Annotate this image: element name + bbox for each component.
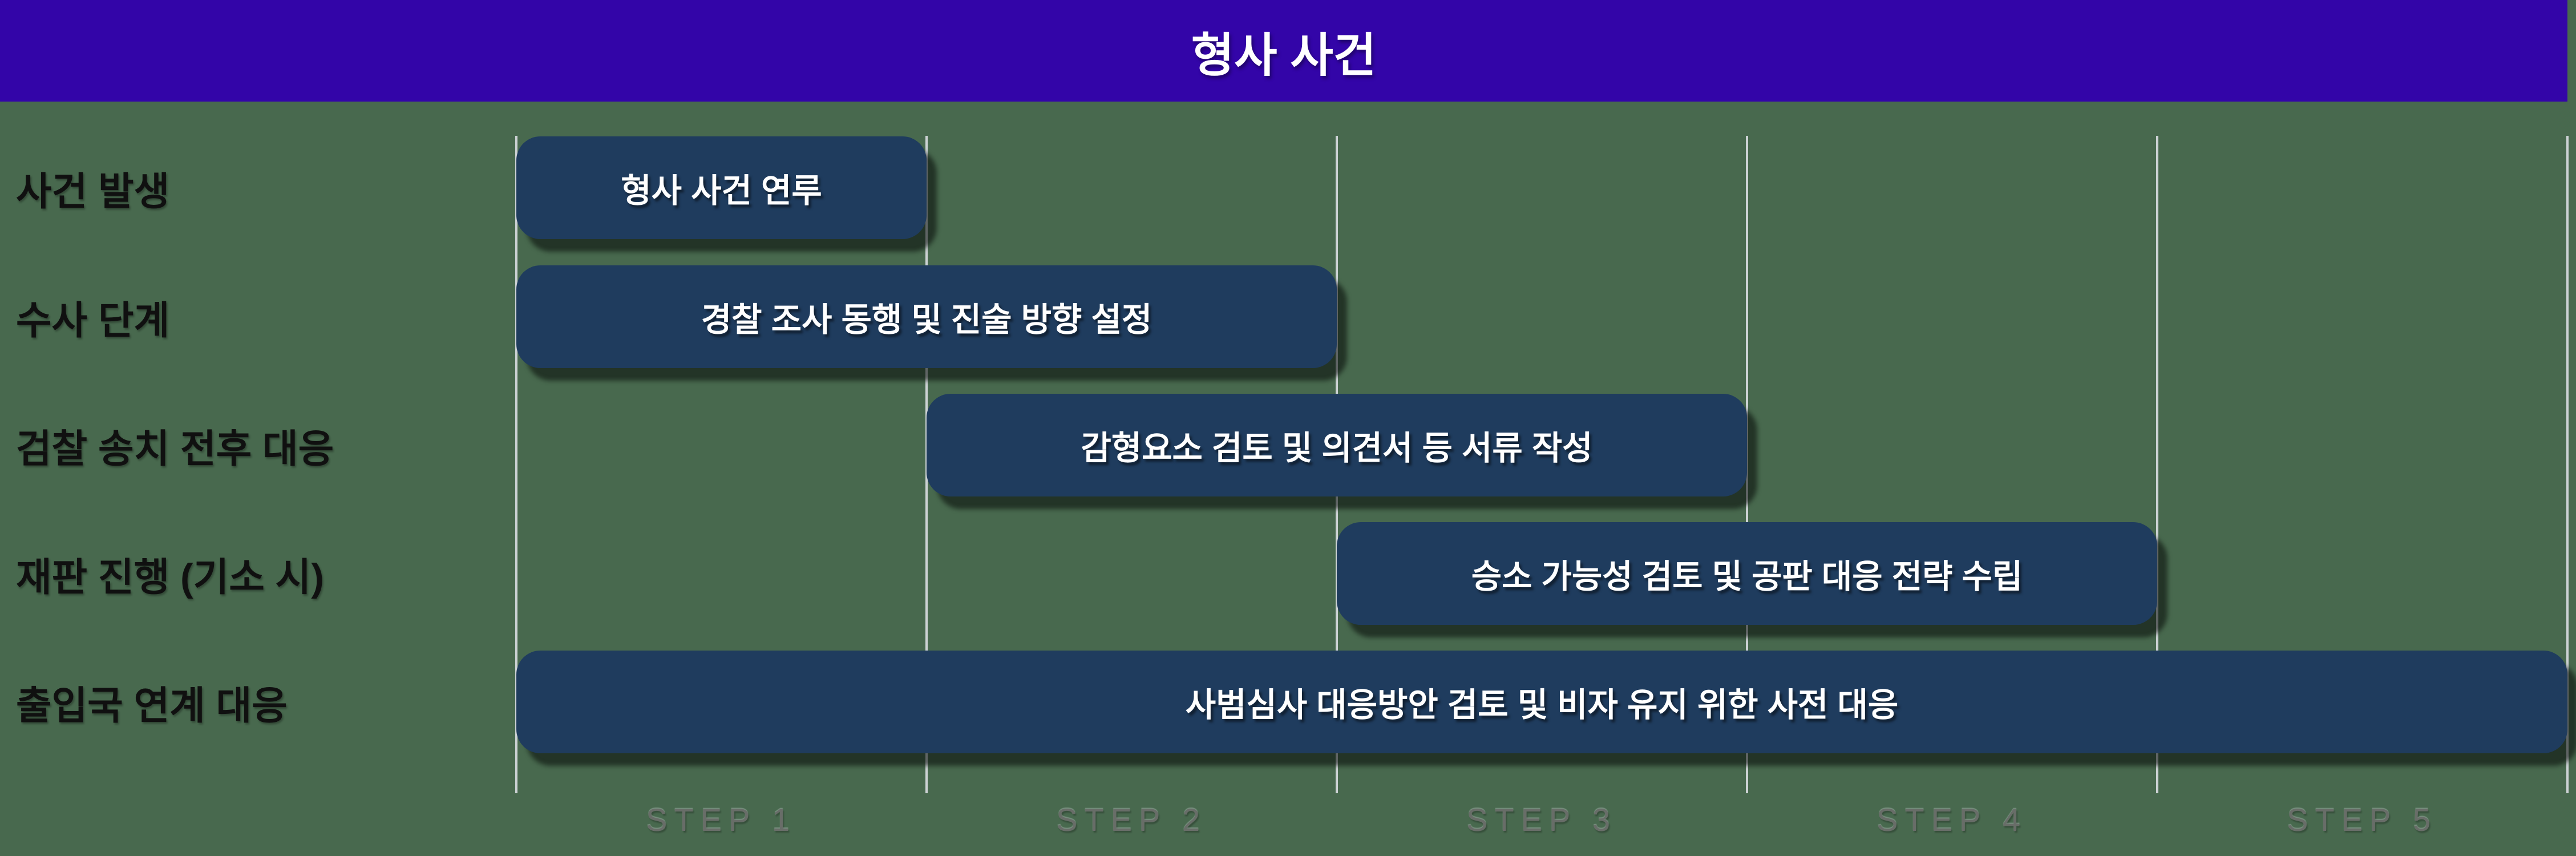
step-gridline-5: [2156, 136, 2158, 793]
chart-title: 형사 사건: [1191, 29, 1377, 82]
task-bar-visa-maintenance-response: 사범심사 대응방안 검토 및 비자 유지 위한 사전 대응: [516, 651, 2567, 753]
task-bar-police-investigation: 경찰 조사 동행 및 진술 방향 설정: [516, 265, 1337, 368]
task-bar-label: 승소 가능성 검토 및 공판 대응 전략 수립: [1471, 558, 2023, 595]
task-bar-criminal-case-involvement: 형사 사건 연루: [516, 136, 927, 239]
step-axis-label-1: STEP 1: [646, 801, 796, 838]
step-gridline-1: [515, 136, 517, 793]
step-gridline-6: [2566, 136, 2569, 793]
row-label-incident-occurrence: 사건 발생: [16, 169, 170, 213]
step-axis-label-5: STEP 5: [2287, 801, 2437, 838]
task-bar-sentence-mitigation-documents: 감형요소 검토 및 의견서 등 서류 작성: [927, 394, 1747, 496]
row-label-immigration-response: 출입국 연계 대응: [16, 684, 288, 728]
task-bar-label: 형사 사건 연루: [621, 172, 822, 209]
row-label-prosecution-referral: 검찰 송치 전후 대응: [16, 427, 334, 471]
step-axis-label-3: STEP 3: [1466, 801, 1617, 838]
row-label-trial-proceedings: 재판 진행 (기소 시): [16, 555, 324, 599]
task-bar-trial-strategy: 승소 가능성 검토 및 공판 대응 전략 수립: [1337, 522, 2157, 625]
step-gridline-4: [1746, 136, 1748, 793]
step-axis-label-4: STEP 4: [1877, 801, 2027, 838]
chart-header: 형사 사건: [0, 0, 2567, 102]
row-label-investigation-phase: 수사 단계: [16, 298, 170, 342]
task-bar-label: 경찰 조사 동행 및 진술 방향 설정: [701, 301, 1152, 338]
task-bar-label: 사범심사 대응방안 검토 및 비자 유지 위한 사전 대응: [1185, 687, 1899, 724]
step-axis-label-2: STEP 2: [1056, 801, 1207, 838]
task-bar-label: 감형요소 검토 및 의견서 등 서류 작성: [1081, 430, 1593, 467]
